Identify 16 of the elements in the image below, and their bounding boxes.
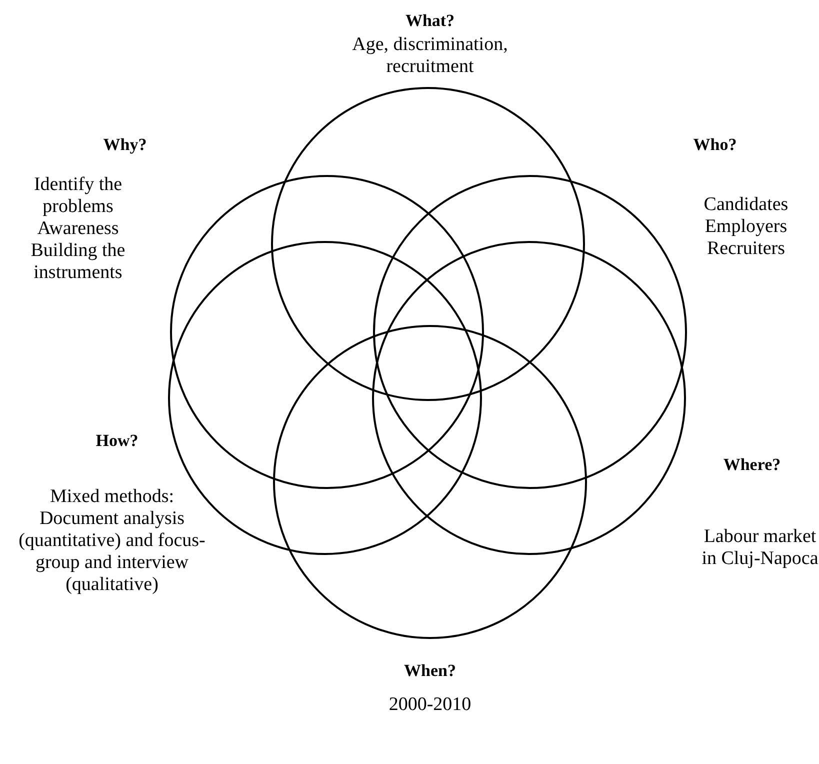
question-heading: Where?: [722, 454, 782, 476]
answer-text: Labour market in Cluj-Napoca: [700, 526, 819, 570]
answer-text: Mixed methods: Document analysis (quantitative) and focus-group and interview (qualitative): [18, 486, 206, 596]
answer-text: Employers: [704, 216, 788, 238]
answer-text: 2000-2010: [388, 694, 472, 716]
answer-text: Age, discrimination, recruitment: [351, 34, 509, 78]
answer-text: Recruiters: [706, 238, 786, 260]
answer-text: Identify the problems: [32, 174, 124, 218]
question-heading: Who?: [692, 134, 738, 156]
question-heading: Why?: [102, 134, 148, 156]
answer-text: Building the instruments: [30, 240, 126, 284]
answer-text: Candidates: [702, 194, 790, 216]
question-heading: When?: [403, 660, 457, 682]
question-heading: What?: [404, 10, 456, 32]
question-heading: How?: [94, 430, 140, 452]
answer-text: Awareness: [36, 218, 120, 240]
